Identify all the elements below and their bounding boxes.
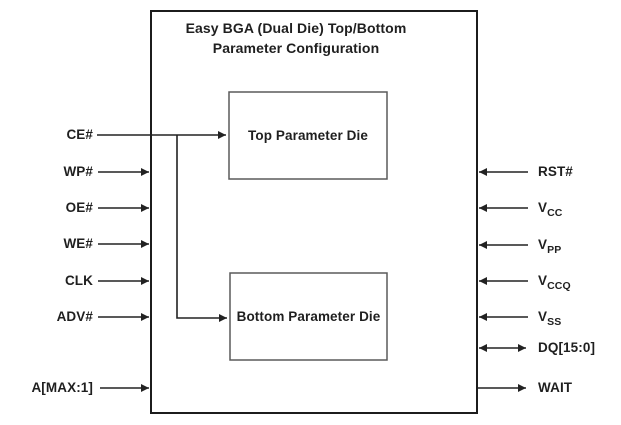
signal-label-vccq-sub: CCQ — [547, 279, 571, 292]
signal-label-dq: DQ[15:0] — [538, 340, 596, 355]
signal-label-vccq: VCCQ — [538, 272, 571, 292]
signal-label-vpp: VPP — [538, 236, 562, 256]
signal-label-amax: A[MAX:1] — [31, 380, 93, 395]
diagram-title-line2: Parameter Configuration — [212, 40, 380, 56]
signal-label-oe: OE# — [65, 200, 93, 215]
signal-label-vccq-base: V — [538, 273, 548, 288]
signal-label-wait: WAIT — [538, 380, 573, 395]
bottom-parameter-die-box — [229, 272, 388, 361]
outer-package-box — [150, 10, 478, 414]
signal-label-vpp-sub: PP — [547, 243, 562, 256]
signal-label-clk: CLK — [64, 273, 93, 288]
top-parameter-die-label: Top Parameter Die — [248, 128, 368, 143]
signal-label-vss-sub: SS — [547, 315, 562, 328]
signal-label-vpp-base: V — [538, 237, 548, 252]
signal-label-wp: WP# — [63, 164, 93, 179]
top-parameter-die-box — [228, 91, 388, 180]
ce-branch-line — [176, 135, 227, 322]
signal-label-rst: RST# — [538, 164, 573, 179]
signal-label-vss-base: V — [538, 309, 548, 324]
signal-label-we: WE# — [63, 236, 93, 251]
bottom-parameter-die-label: Bottom Parameter Die — [236, 309, 381, 324]
signal-label-ce: CE# — [66, 127, 93, 142]
diagram-title-line1: Easy BGA (Dual Die) Top/Bottom — [185, 20, 407, 36]
signal-label-vcc-base: V — [538, 200, 548, 215]
signal-label-vcc: VCC — [538, 199, 563, 219]
signal-label-vss: VSS — [538, 308, 562, 328]
signal-label-adv: ADV# — [56, 309, 93, 324]
diagram-title: Easy BGA (Dual Die) Top/Bottom Parameter… — [150, 18, 442, 58]
signal-label-vcc-sub: CC — [547, 206, 563, 219]
